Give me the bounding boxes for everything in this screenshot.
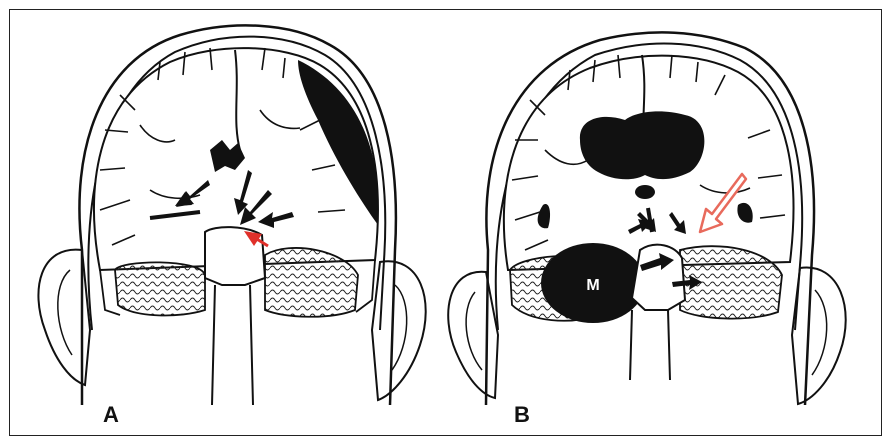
panel-b-left-ear bbox=[448, 272, 498, 398]
panel-b-right-ear bbox=[792, 267, 846, 404]
panel-a-drawing bbox=[38, 25, 425, 405]
panel-label-b: B bbox=[514, 402, 530, 428]
panel-label-a: A bbox=[103, 402, 119, 428]
panel-b-lateral-ventricles bbox=[580, 111, 705, 179]
panel-a-cerebellum-left bbox=[115, 262, 205, 315]
panel-a-right-ear bbox=[372, 261, 426, 400]
panel-b-drawing: M bbox=[448, 32, 845, 405]
panel-b-mass-label: M bbox=[586, 277, 599, 294]
panel-b-brainstem bbox=[632, 245, 685, 310]
